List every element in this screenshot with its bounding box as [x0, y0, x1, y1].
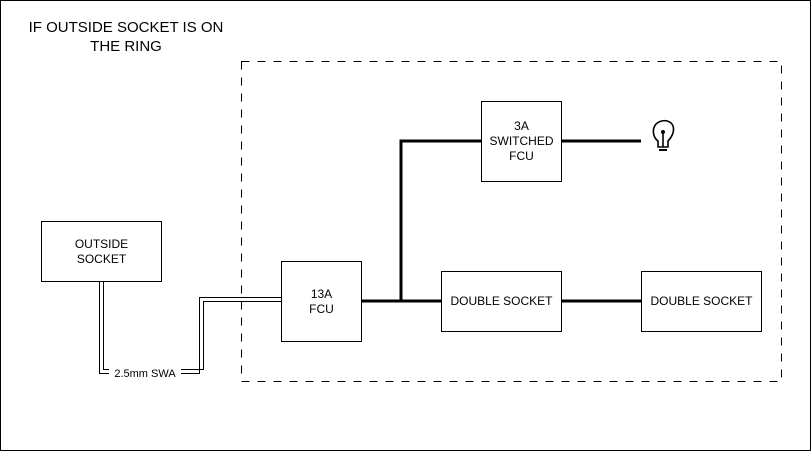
swa-cable-inner [103, 281, 281, 370]
ring-boundary [241, 61, 782, 382]
title-line: IF OUTSIDE SOCKET IS ON [28, 19, 224, 36]
fcu-13a-box: 13A FCU [281, 261, 362, 342]
ring-wiring [361, 139, 641, 303]
node-label: DOUBLE SOCKET [450, 294, 553, 308]
diagram-title: IF OUTSIDE SOCKET IS ON THE RING [21, 18, 231, 56]
switched-fcu-3a-box: 3A SWITCHED FCU [481, 101, 562, 182]
wire-spur-to-switched-fcu [399, 139, 481, 301]
node-label: OUTSIDE [74, 236, 129, 251]
node-label: FCU [509, 149, 534, 163]
node-label: SOCKET [76, 251, 127, 266]
node-label: 3A [514, 119, 529, 133]
swa-cable-label: 2.5mm SWA [109, 367, 181, 381]
title-line: THE RING [90, 38, 162, 55]
outside-socket-box: OUTSIDE SOCKET [41, 221, 162, 282]
swa-cable [99, 281, 281, 374]
node-label: FCU [309, 301, 334, 316]
swa-cable-outer [99, 281, 281, 374]
double-socket-2-box: DOUBLE SOCKET [641, 271, 762, 332]
lightbulb-icon [652, 119, 675, 151]
node-label: 13A [310, 286, 333, 301]
double-socket-1-box: DOUBLE SOCKET [441, 271, 562, 332]
node-label: SWITCHED [489, 134, 554, 148]
node-label: DOUBLE SOCKET [650, 294, 753, 308]
